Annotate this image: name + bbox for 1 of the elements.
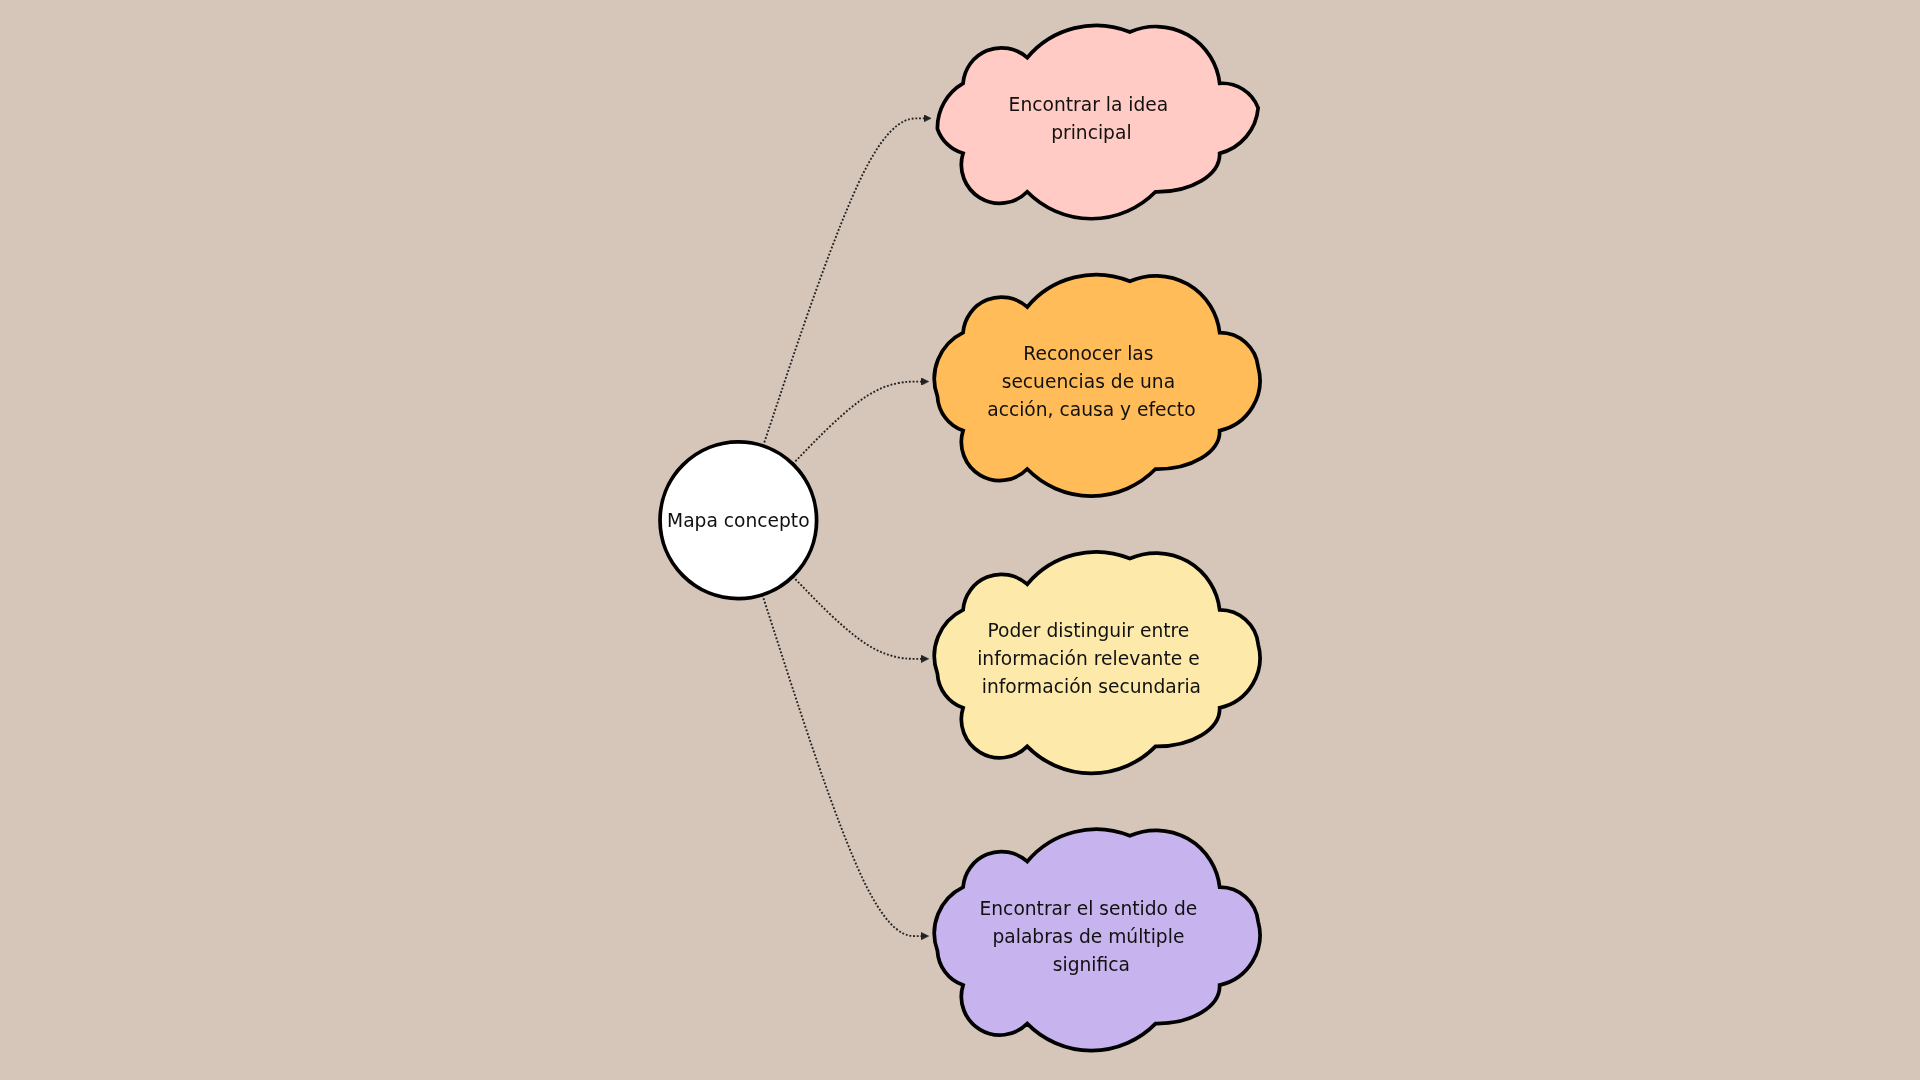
- node-circle: Mapa concepto: [658, 440, 819, 601]
